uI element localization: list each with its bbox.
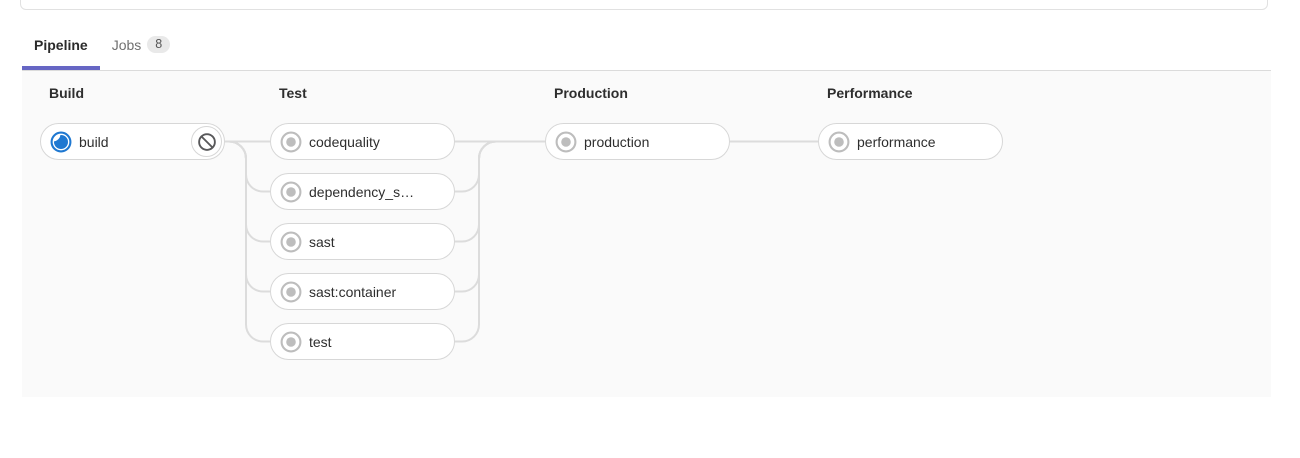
- commit-card-bottom-edge: [20, 0, 1268, 10]
- job-pill-dependency-scanning[interactable]: dependency_s…: [270, 173, 455, 210]
- job-pill-test[interactable]: test: [270, 323, 455, 360]
- status-created-icon: [280, 181, 302, 202]
- stage-performance-title: Performance: [827, 85, 913, 101]
- job-label: sast:container: [309, 283, 397, 300]
- status-created-icon: [280, 331, 302, 352]
- status-created-icon: [555, 131, 577, 152]
- pipeline-tabs: Pipeline Jobs 8: [22, 28, 1271, 71]
- tab-jobs[interactable]: Jobs 8: [100, 28, 183, 70]
- job-label: production: [584, 133, 650, 150]
- job-label: test: [309, 333, 332, 350]
- job-pill-production[interactable]: production: [545, 123, 730, 160]
- job-pill-performance[interactable]: performance: [818, 123, 1003, 160]
- job-pill-sast[interactable]: sast: [270, 223, 455, 260]
- cancel-icon: [197, 132, 216, 151]
- status-created-icon: [280, 231, 302, 252]
- status-created-icon: [828, 131, 850, 152]
- status-created-icon: [280, 281, 302, 302]
- tab-pipeline-label: Pipeline: [34, 37, 88, 53]
- stage-test-title: Test: [279, 85, 307, 101]
- job-label: codequality: [309, 133, 380, 150]
- stage-production-title: Production: [554, 85, 628, 101]
- jobs-count-badge: 8: [147, 36, 171, 53]
- status-running-icon: [50, 131, 72, 152]
- stage-build-title: Build: [49, 85, 84, 101]
- stage-connector-lines: [225, 140, 818, 343]
- job-label: dependency_s…: [309, 183, 415, 200]
- pipeline-graph: Build build Test: [22, 71, 1271, 397]
- job-pill-codequality[interactable]: codequality: [270, 123, 455, 160]
- job-pill-build[interactable]: build: [40, 123, 225, 160]
- cancel-job-button[interactable]: [191, 126, 222, 157]
- tab-pipeline[interactable]: Pipeline: [22, 28, 100, 70]
- job-label: sast: [309, 233, 335, 250]
- job-label: performance: [857, 133, 936, 150]
- job-pill-sast-container[interactable]: sast:container: [270, 273, 455, 310]
- status-created-icon: [280, 131, 302, 152]
- tab-jobs-label: Jobs: [111, 37, 142, 53]
